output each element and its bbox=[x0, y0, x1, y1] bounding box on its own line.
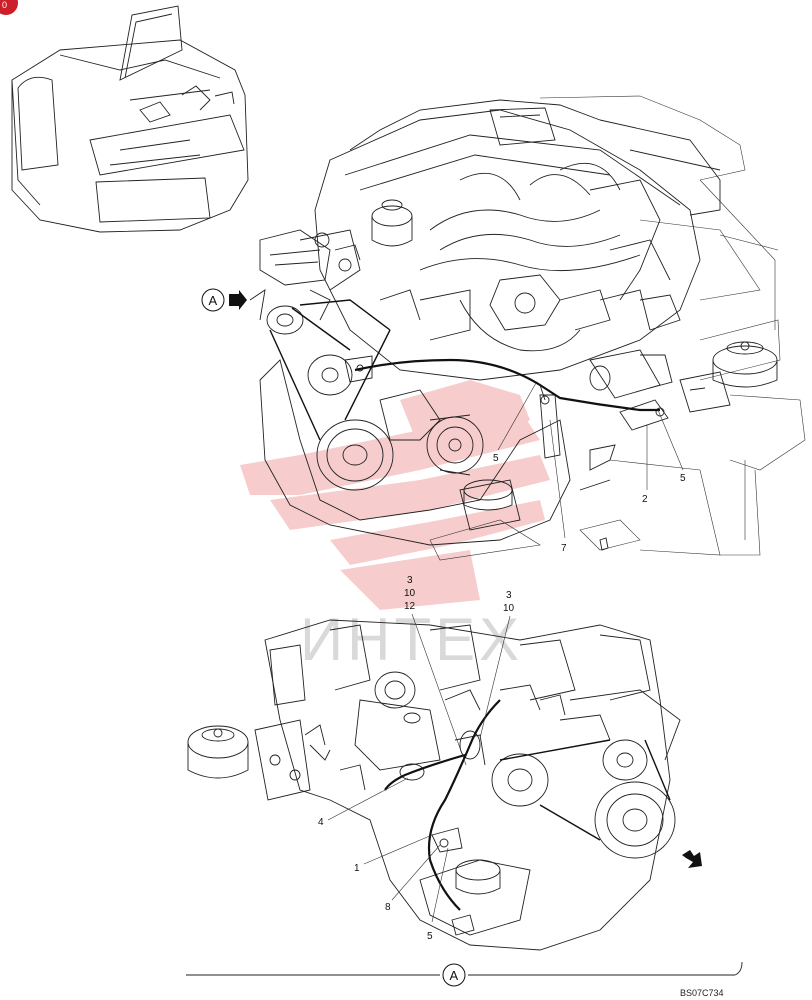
callout-stack1-line2: 10 bbox=[404, 588, 416, 599]
engine-bottom-view bbox=[187, 619, 681, 951]
watermark-logo bbox=[240, 380, 550, 610]
view-a-marker: A bbox=[201, 288, 247, 312]
callout-top-2: 2 bbox=[642, 494, 648, 505]
callout-top-5a: 5 bbox=[493, 453, 499, 464]
watermark-text: ИНТЕХ bbox=[300, 606, 523, 673]
callout-stack2-line2: 10 bbox=[503, 603, 515, 614]
view-a-bottom-letter: A bbox=[450, 968, 459, 983]
view-a-baseline: A bbox=[186, 961, 743, 987]
callout-bottom-5: 5 bbox=[427, 931, 433, 942]
callout-bottom-4: 4 bbox=[318, 817, 324, 828]
figure-code: BS07C734 bbox=[680, 988, 724, 998]
corner-badge: 0 bbox=[0, 0, 18, 15]
callout-stack1-line1: 3 bbox=[407, 575, 413, 586]
bottom-callouts: 3 10 12 3 10 4 1 8 5 bbox=[318, 575, 515, 942]
top-callouts: 5 5 2 7 bbox=[493, 382, 686, 554]
callout-stack-2: 3 10 bbox=[479, 590, 515, 739]
excavator-thumbnail bbox=[11, 5, 249, 233]
callout-top-5b: 5 bbox=[680, 473, 686, 484]
callout-stack2-line1: 3 bbox=[506, 590, 512, 601]
callout-bottom-8: 8 bbox=[385, 902, 391, 913]
svg-text:0: 0 bbox=[2, 0, 7, 10]
direction-arrow bbox=[682, 850, 702, 868]
callout-top-7: 7 bbox=[561, 543, 567, 554]
callout-bottom-1: 1 bbox=[354, 863, 360, 874]
engine-top-view bbox=[249, 95, 806, 561]
callout-stack-1: 3 10 12 bbox=[404, 575, 467, 766]
view-a-letter: A bbox=[209, 293, 218, 308]
callout-stack1-line3: 12 bbox=[404, 601, 416, 612]
